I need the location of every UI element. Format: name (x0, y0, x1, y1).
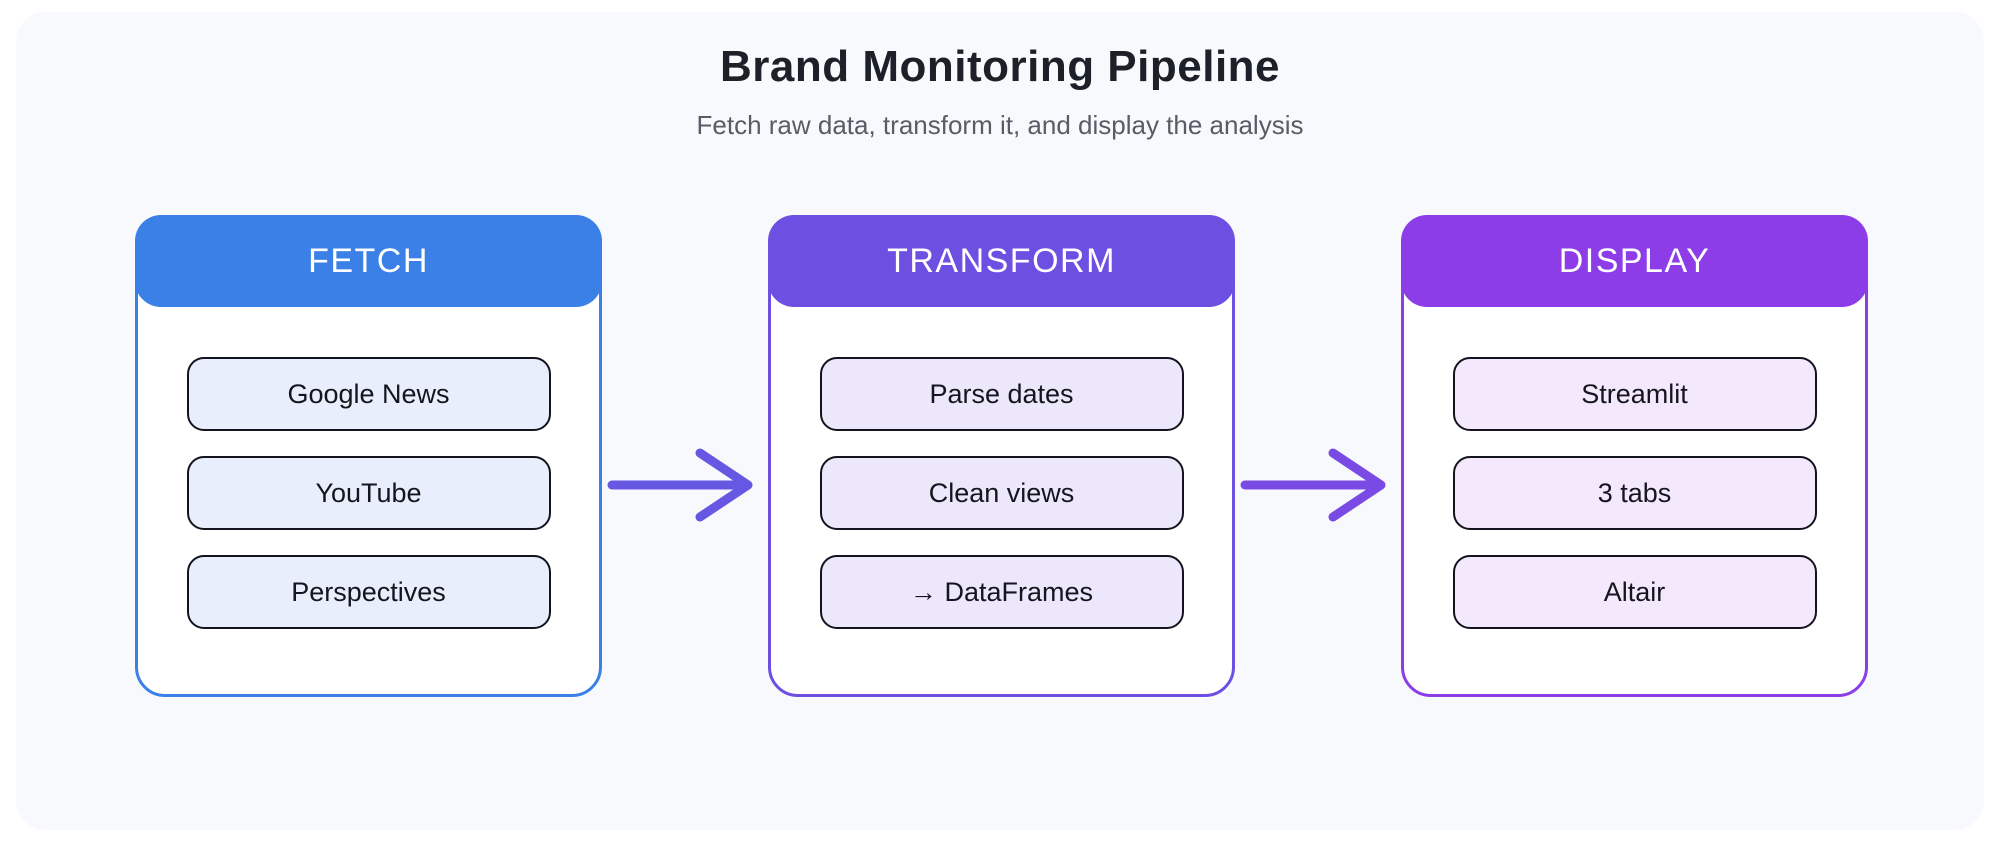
node-clean-views: Clean views (819, 456, 1184, 530)
node-altair: Altair (1452, 555, 1817, 629)
stage-header-fetch: FETCH (135, 215, 602, 307)
node-youtube: YouTube (186, 456, 551, 530)
node-dataframes: → DataFrames (819, 555, 1184, 629)
stage-card-transform: TRANSFORM Parse dates Clean views → Data… (768, 215, 1235, 697)
stage-label: DISPLAY (1558, 241, 1711, 280)
node-google-news: Google News (186, 357, 551, 431)
node-streamlit: Streamlit (1452, 357, 1817, 431)
stage-body-display: Streamlit 3 tabs Altair (1404, 307, 1865, 629)
stage-card-fetch: FETCH Google News YouTube Perspectives (135, 215, 602, 697)
arrow-column-2 (1235, 215, 1401, 697)
stage-card-display: DISPLAY Streamlit 3 tabs Altair (1401, 215, 1868, 697)
stage-header-display: DISPLAY (1401, 215, 1868, 307)
page-title: Brand Monitoring Pipeline (719, 42, 1281, 91)
pipeline-row: FETCH Google News YouTube Perspectives T… (135, 215, 1868, 697)
node-perspectives: Perspectives (186, 555, 551, 629)
stage-body-fetch: Google News YouTube Perspectives (138, 307, 599, 629)
diagram-canvas: Brand Monitoring Pipeline Fetch raw data… (16, 12, 1984, 830)
stage-label: TRANSFORM (887, 241, 1116, 280)
stage-header-transform: TRANSFORM (768, 215, 1235, 307)
stage-body-transform: Parse dates Clean views → DataFrames (771, 307, 1232, 629)
arrow-column-1 (602, 215, 768, 697)
node-3-tabs: 3 tabs (1452, 456, 1817, 530)
flow-arrow-fetch-to-transform (607, 448, 753, 522)
stage-label: FETCH (308, 241, 429, 280)
flow-arrow-transform-to-display (1240, 448, 1386, 522)
page-subtitle: Fetch raw data, transform it, and displa… (696, 110, 1304, 140)
node-parse-dates: Parse dates (819, 357, 1184, 431)
